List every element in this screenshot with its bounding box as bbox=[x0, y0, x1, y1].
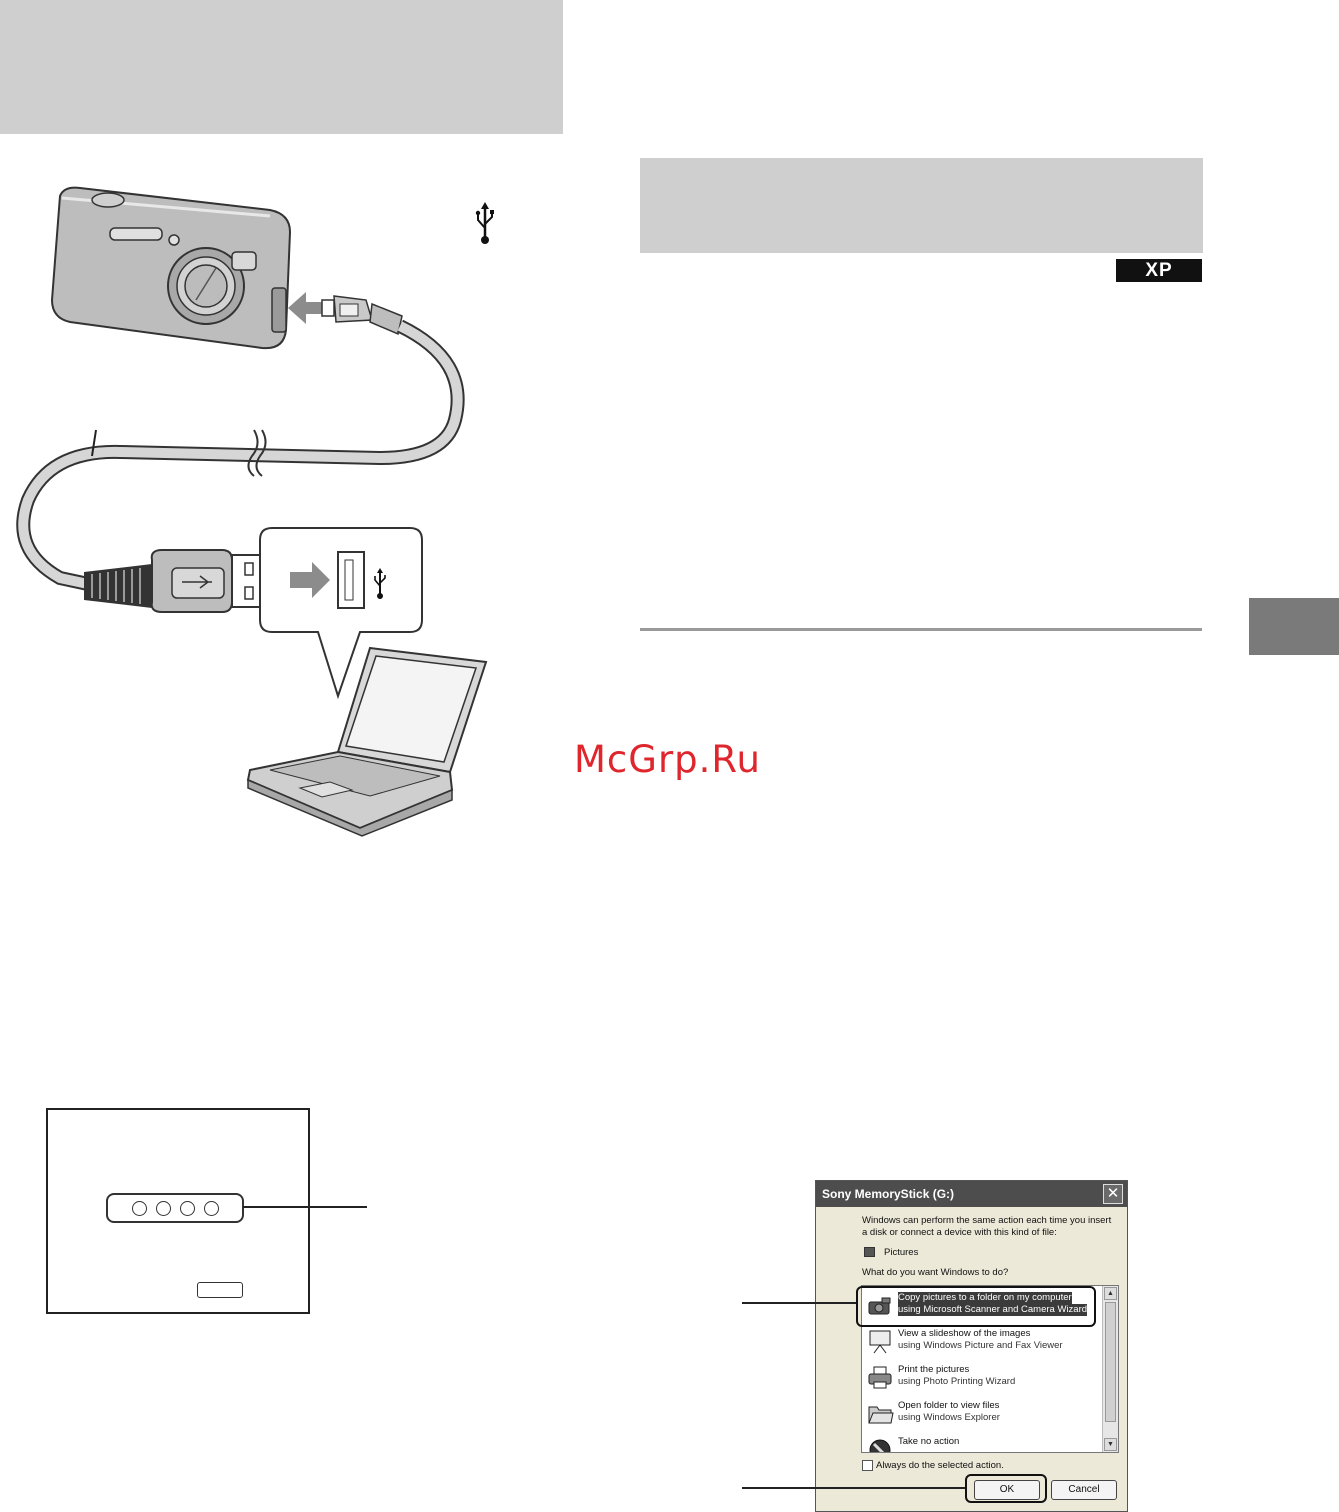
no-action-icon bbox=[869, 1439, 891, 1452]
selected-option-highlight bbox=[856, 1286, 1096, 1327]
indicator-dot bbox=[180, 1201, 195, 1216]
section-divider bbox=[640, 628, 1202, 631]
action-list: Copy pictures to a folder on my computer… bbox=[861, 1285, 1119, 1453]
option-subtitle: using Windows Picture and Fax Viewer bbox=[898, 1340, 1063, 1351]
callout-line bbox=[742, 1302, 856, 1304]
option-subtitle: using Windows Explorer bbox=[898, 1412, 1000, 1423]
usb-connection-illustration bbox=[16, 186, 494, 837]
option-title: Open folder to view files bbox=[898, 1400, 1000, 1411]
camera-screen-panel bbox=[46, 1108, 310, 1314]
camera-illustration bbox=[50, 186, 292, 350]
scroll-up-icon[interactable]: ▲ bbox=[1104, 1287, 1117, 1300]
slideshow-icon bbox=[869, 1330, 891, 1354]
section-heading-band bbox=[640, 158, 1203, 253]
screen-button-outline bbox=[197, 1282, 243, 1298]
indicator-dot bbox=[204, 1201, 219, 1216]
pictures-icon bbox=[864, 1247, 875, 1257]
xp-badge: XP bbox=[1116, 259, 1202, 282]
option-copy-pictures[interactable]: Copy pictures to a folder on my computer… bbox=[864, 1288, 1102, 1322]
option-title: View a slideshow of the images bbox=[898, 1328, 1031, 1339]
chapter-side-tab bbox=[1249, 598, 1339, 655]
close-icon[interactable]: ✕ bbox=[1103, 1184, 1123, 1204]
callout-line bbox=[742, 1487, 965, 1489]
option-title: Take no action bbox=[898, 1436, 960, 1447]
folder-icon bbox=[868, 1406, 894, 1424]
list-scrollbar[interactable]: ▲ ▼ bbox=[1102, 1286, 1118, 1452]
usb-port-callout bbox=[259, 527, 423, 700]
dialog-title: Sony MemoryStick (G:) bbox=[816, 1181, 1127, 1207]
usb-mode-indicator bbox=[106, 1193, 244, 1223]
laptop-illustration bbox=[246, 646, 488, 837]
dialog-intro-line2: a disk or connect a device with this kin… bbox=[862, 1227, 1057, 1238]
cancel-button[interactable]: Cancel bbox=[1051, 1480, 1117, 1500]
option-title: Print the pictures bbox=[898, 1364, 970, 1375]
camera-wizard-icon bbox=[868, 1297, 891, 1315]
indicator-dot bbox=[132, 1201, 147, 1216]
always-do-checkbox[interactable] bbox=[862, 1460, 873, 1471]
callout-line bbox=[243, 1206, 367, 1208]
mini-usb-plug bbox=[321, 295, 403, 336]
autoplay-dialog: Sony MemoryStick (G:) ✕ Windows can perf… bbox=[815, 1180, 1128, 1512]
scroll-thumb[interactable] bbox=[1105, 1302, 1116, 1422]
usb-icon bbox=[475, 202, 494, 244]
option-slideshow[interactable]: View a slideshow of the images using Win… bbox=[864, 1324, 1102, 1358]
ok-button-highlight bbox=[965, 1474, 1047, 1503]
watermark: McGrp.Ru bbox=[574, 738, 761, 781]
option-subtitle: using Microsoft Scanner and Camera Wizar… bbox=[898, 1304, 1088, 1316]
scroll-down-icon[interactable]: ▼ bbox=[1104, 1438, 1117, 1451]
insert-arrow-icon bbox=[288, 292, 326, 324]
always-do-label: Always do the selected action. bbox=[876, 1460, 1004, 1471]
indicator-dot bbox=[156, 1201, 171, 1216]
option-title: Copy pictures to a folder on my computer bbox=[898, 1292, 1072, 1304]
dialog-intro-line1: Windows can perform the same action each… bbox=[862, 1215, 1112, 1226]
header-band bbox=[0, 0, 563, 134]
option-open-folder[interactable]: Open folder to view files using Windows … bbox=[864, 1396, 1102, 1430]
option-take-no-action[interactable]: Take no action bbox=[864, 1432, 1102, 1452]
printer-icon bbox=[868, 1366, 892, 1389]
usb-plug-illustration bbox=[84, 549, 261, 613]
option-print[interactable]: Print the pictures using Photo Printing … bbox=[864, 1360, 1102, 1394]
ok-button[interactable]: OK bbox=[974, 1480, 1040, 1500]
content-type-label: Pictures bbox=[884, 1247, 919, 1258]
option-subtitle: using Photo Printing Wizard bbox=[898, 1376, 1016, 1387]
dialog-question: What do you want Windows to do? bbox=[862, 1267, 1009, 1278]
plug-in-arrow-icon bbox=[290, 562, 330, 598]
port-usb-icon bbox=[374, 568, 386, 599]
